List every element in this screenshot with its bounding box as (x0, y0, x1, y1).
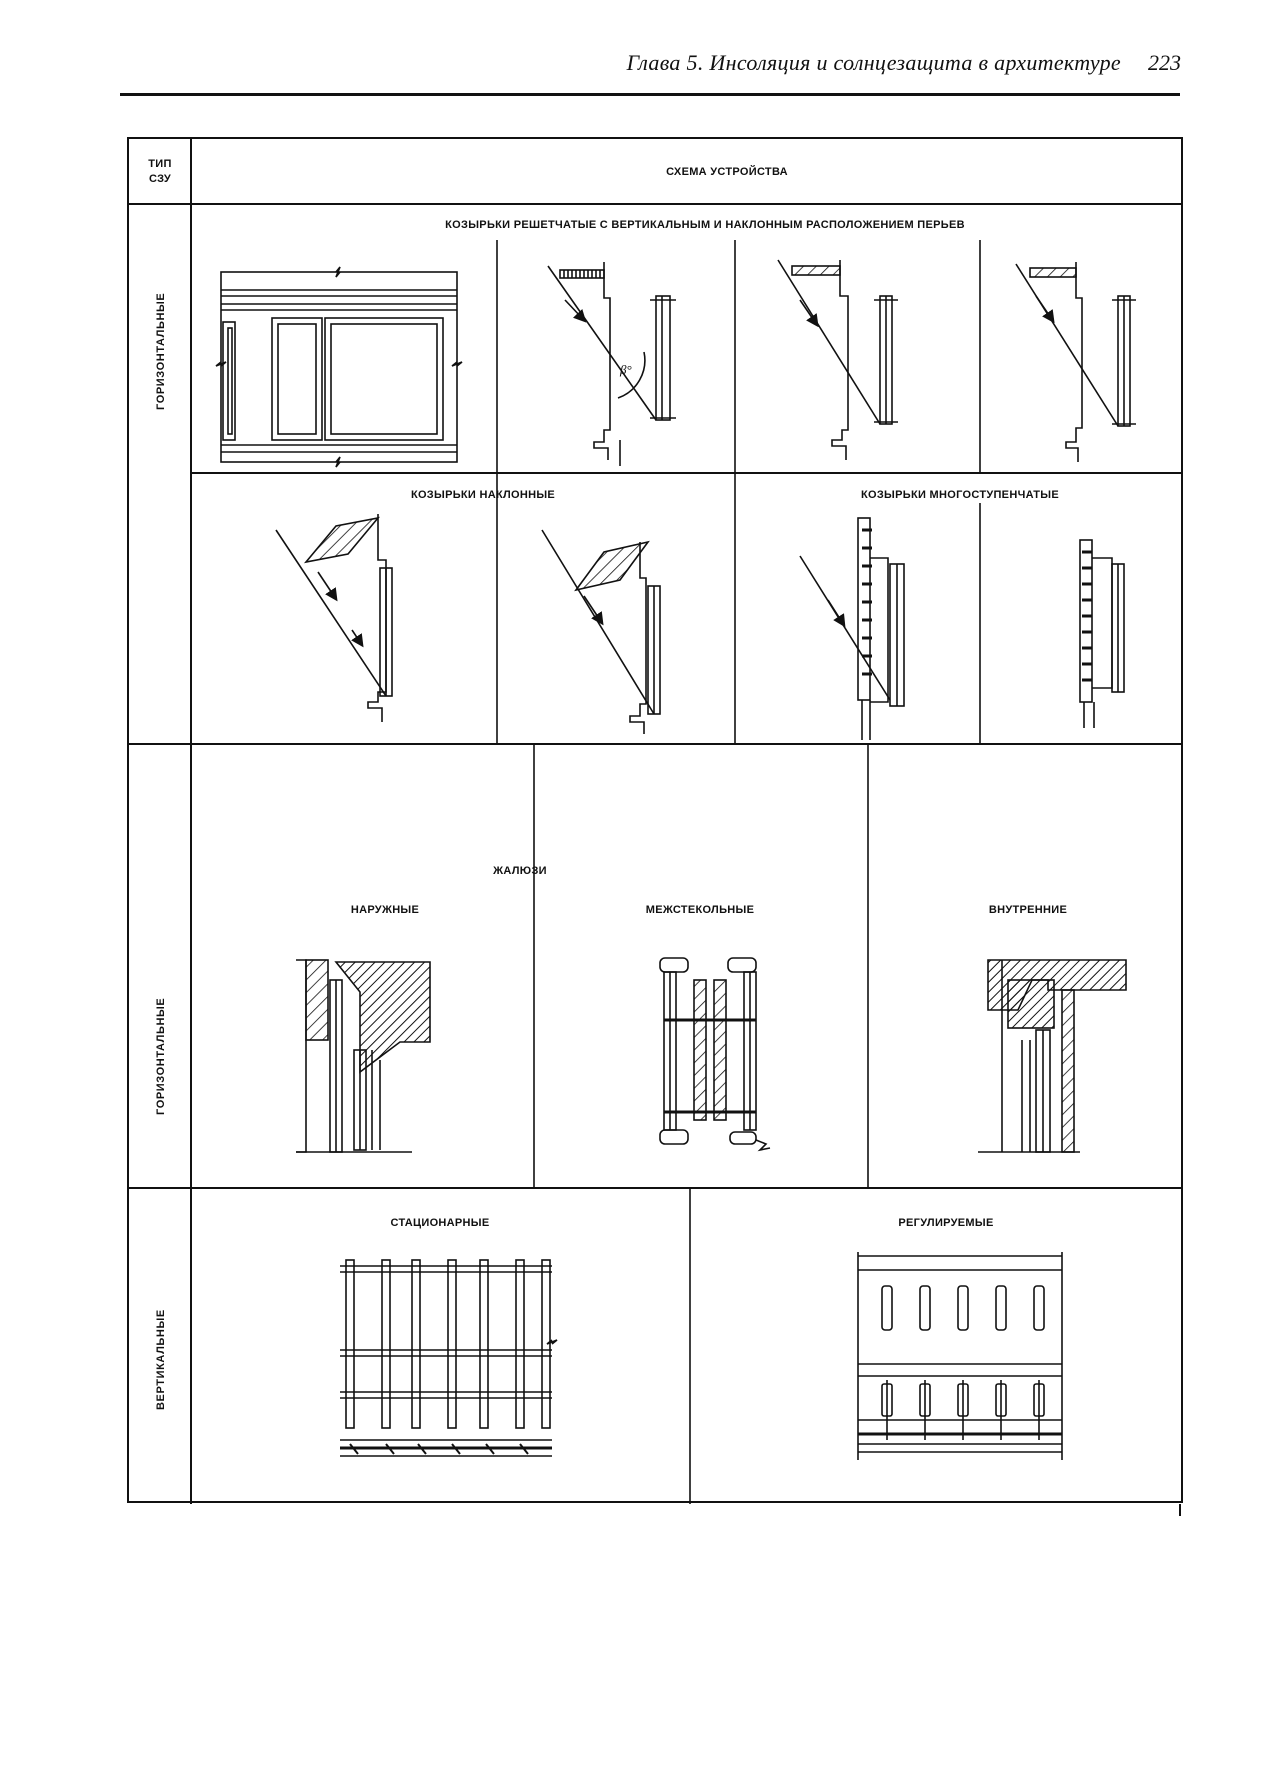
multistep-canopy-1 (799, 517, 905, 740)
blinds-between-title: МЕЖСТЕКОЛЬНЫЕ (646, 904, 754, 916)
grille-section-3 (1015, 262, 1136, 462)
blinds-between-drawing (659, 957, 771, 1152)
multistep-canopy-2 (1079, 539, 1125, 728)
running-header: Глава 5. Инсоляция и солнцезащита в архи… (120, 50, 1181, 90)
header-rule (120, 93, 1180, 96)
vertical-fixed-title: СТАЦИОНАРНЫЕ (390, 1217, 489, 1229)
blinds-outer-title: НАРУЖНЫЕ (351, 904, 419, 916)
section-blinds-title: ЖАЛЮЗИ (492, 865, 547, 877)
row1-type-label: ГОРИЗОНТАЛЬНЫЕ (155, 293, 167, 410)
grille-facade-drawing (215, 266, 463, 468)
col-type-header-line2: СЗУ (149, 173, 171, 185)
blinds-inner-title: ВНУТРЕННИЕ (989, 904, 1067, 916)
blinds-outer-drawing (296, 959, 431, 1153)
vertical-adjustable-drawing (857, 1252, 1063, 1460)
row2-type-label: ГОРИЗОНТАЛЬНЫЕ (155, 998, 167, 1115)
blinds-inner-drawing (978, 959, 1127, 1153)
section-inclined-title: КОЗЫРЬКИ НАКЛОННЫЕ (411, 489, 555, 501)
inclined-canopy-2 (541, 529, 661, 734)
col-type-header-line1: ТИП (148, 158, 171, 170)
inclined-canopy-1 (275, 514, 393, 722)
page-number: 223 (1148, 50, 1181, 75)
grille-section-2 (777, 259, 898, 460)
section-grille-title: КОЗЫРЬКИ РЕШЕТЧАТЫЕ С ВЕРТИКАЛЬНЫМ И НАК… (445, 219, 965, 231)
table-grid (127, 137, 1183, 1516)
vertical-adjustable-title: РЕГУЛИРУЕМЫЕ (898, 1217, 993, 1229)
section-multistep-title: КОЗЫРЬКИ МНОГОСТУПЕНЧАТЫЕ (861, 489, 1059, 501)
grille-section-1: β° (547, 262, 676, 466)
row3-type-label: ВЕРТИКАЛЬНЫЕ (155, 1309, 167, 1410)
vertical-fixed-drawing (340, 1259, 558, 1457)
chapter-title: Глава 5. Инсоляция и солнцезащита в архи… (626, 50, 1121, 75)
col-scheme-header: СХЕМА УСТРОЙСТВА (666, 165, 788, 178)
angle-label: β° (619, 362, 632, 377)
